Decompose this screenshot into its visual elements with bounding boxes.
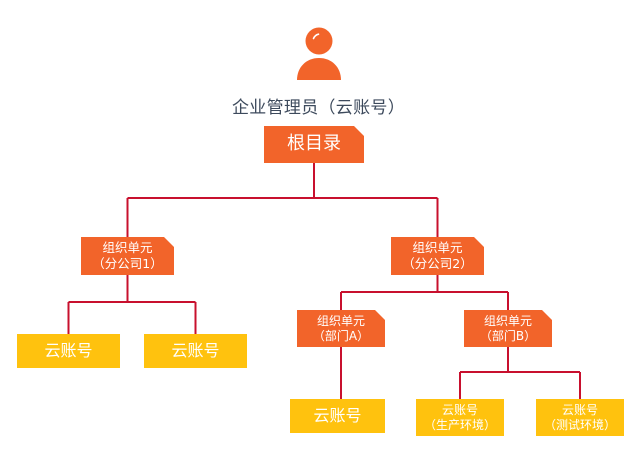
node-root-line1: 根目录: [287, 133, 341, 155]
node-cloud-account-2-line1: 云账号: [171, 341, 220, 360]
node-root[interactable]: 根目录: [264, 126, 364, 163]
node-org-unit-branch-2-line1: 组织单元: [412, 240, 463, 256]
node-cloud-account-production[interactable]: 云账号 （生产环境）: [416, 399, 504, 436]
admin-label: 企业管理员（云账号）: [232, 98, 405, 118]
node-cloud-account-production-line1: 云账号: [441, 402, 478, 417]
node-org-unit-branch-2-line2: （分公司2）: [402, 256, 473, 271]
node-org-unit-dept-a-line1: 组织单元: [316, 313, 365, 328]
node-org-unit-branch-1-line2: （分公司1）: [92, 256, 163, 271]
node-cloud-account-1[interactable]: 云账号: [17, 334, 120, 368]
node-org-unit-branch-1-line1: 组织单元: [102, 240, 153, 256]
node-cloud-account-test[interactable]: 云账号 （测试环境）: [536, 399, 624, 436]
node-org-unit-branch-1[interactable]: 组织单元 （分公司1）: [81, 237, 174, 275]
node-cloud-account-1-line1: 云账号: [44, 341, 93, 360]
node-cloud-account-test-line2: （测试环境）: [543, 417, 616, 432]
node-org-unit-dept-a[interactable]: 组织单元 （部门A）: [297, 310, 385, 347]
node-cloud-account-test-line1: 云账号: [561, 402, 598, 417]
node-cloud-account-3[interactable]: 云账号: [290, 399, 385, 433]
node-org-unit-dept-b-line2: （部门B）: [479, 328, 537, 343]
node-org-unit-dept-a-line2: （部门A）: [312, 328, 370, 343]
node-org-unit-dept-b[interactable]: 组织单元 （部门B）: [464, 310, 552, 347]
node-org-unit-dept-b-line1: 组织单元: [483, 313, 532, 328]
node-cloud-account-3-line1: 云账号: [313, 406, 362, 425]
node-cloud-account-production-line2: （生产环境）: [423, 417, 496, 432]
node-cloud-account-2[interactable]: 云账号: [144, 334, 247, 368]
node-org-unit-branch-2[interactable]: 组织单元 （分公司2）: [391, 237, 484, 275]
person-icon: [297, 27, 341, 80]
